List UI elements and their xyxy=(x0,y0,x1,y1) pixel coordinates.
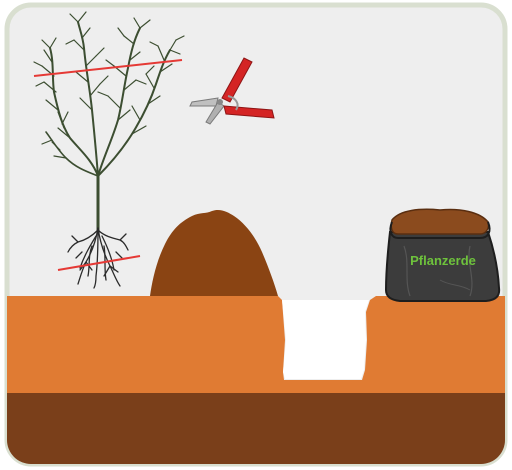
subsoil-layer xyxy=(0,392,512,470)
planting-hole xyxy=(282,300,369,379)
topsoil-layer xyxy=(0,296,512,393)
bag-label: Pflanzerde xyxy=(410,253,476,268)
